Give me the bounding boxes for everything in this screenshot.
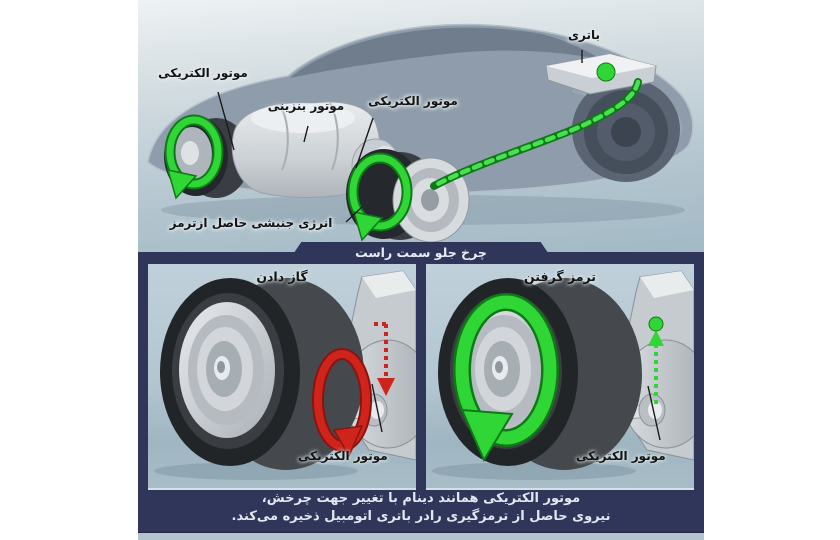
engine-highlight xyxy=(251,103,355,133)
label-electric-motor-front: موتور الکتریکی xyxy=(368,94,458,108)
wheel-detail-section: چرخ جلو سمت راست xyxy=(138,242,704,532)
power-flow-arrowhead-down xyxy=(377,378,395,396)
label-electric-motor-rear: موتور الکتریکی xyxy=(158,66,248,80)
leader-kinetic xyxy=(345,206,363,223)
panel-brake: ترمز گرفتن موتور الکتریکی xyxy=(426,264,694,490)
wheel-rotation-arrowhead xyxy=(460,408,514,463)
leader-motor-label xyxy=(647,385,661,441)
brake-title: ترمز گرفتن xyxy=(524,269,596,284)
car-greenhouse xyxy=(290,27,602,78)
bottom-light-strip xyxy=(138,532,704,540)
energy-cable-dashes xyxy=(431,79,641,189)
leader-motor-label xyxy=(371,383,383,433)
axle-hub-cap xyxy=(648,401,662,419)
leader-rear-motor xyxy=(217,91,235,151)
infographic-content: باترى موتور الکتریکی موتور بنزینی موتور … xyxy=(138,0,704,540)
wheel-rotation-arrow xyxy=(455,295,557,445)
banner-title: چرخ جلو سمت راست xyxy=(355,245,487,260)
panel-accelerate: گاز دادن موتور الکتریکی xyxy=(148,264,416,490)
label-battery: باترى xyxy=(568,28,600,42)
label-kinetic-energy: انرژی جنبشی حاصل ازترمز xyxy=(169,216,333,230)
label-gasoline-engine: موتور بنزینی xyxy=(267,99,345,113)
hub-nut xyxy=(217,361,225,373)
hub-wheel-center xyxy=(421,189,439,211)
caption-line-1: موتور الکتریکی همانند دینام با تغییر جهت… xyxy=(261,491,581,506)
panel-ground-shadow xyxy=(432,462,636,480)
brake-motor-label: موتور الکتریکی xyxy=(576,449,666,463)
energy-flow-dot xyxy=(648,316,664,332)
motor-torque-arrowhead xyxy=(332,425,364,458)
knuckle-top-facet xyxy=(640,271,694,298)
accelerate-title: گاز دادن xyxy=(256,269,308,284)
brake-illustration xyxy=(432,270,694,480)
drive-rotation-arrowhead xyxy=(352,211,384,242)
panel-ground-shadow xyxy=(154,462,358,480)
energy-flow-arrowhead-up xyxy=(648,330,664,346)
car-illustration xyxy=(147,23,694,243)
leader-front-motor xyxy=(355,117,374,169)
rear-rotation-arrowhead xyxy=(166,169,198,200)
bottom-caption: موتور الکتریکی همانند دینام با تغییر جهت… xyxy=(138,490,704,526)
drive-rotation-arrow xyxy=(349,154,411,230)
caption-line-2: نیروی حاصل از ترمزگیری رادر باتری اتومبی… xyxy=(231,509,611,524)
motor-torque-arrow xyxy=(314,350,370,450)
engine-groove xyxy=(279,104,289,171)
section-banner: چرخ جلو سمت راست xyxy=(285,242,557,266)
hub-nut xyxy=(495,361,503,373)
engine-groove xyxy=(329,102,339,171)
accelerate-motor-label: موتور الکتریکی xyxy=(298,449,388,463)
knuckle-top-facet xyxy=(362,271,416,298)
front-wheel-hub xyxy=(611,117,641,147)
rear-rotation-arrow xyxy=(166,116,222,188)
rear-wheel-hub xyxy=(181,141,199,165)
car-diagram-scene: باترى موتور الکتریکی موتور بنزینی موتور … xyxy=(138,0,704,252)
accelerate-illustration xyxy=(154,270,416,480)
leader-engine xyxy=(303,125,309,143)
battery-charge-dot xyxy=(596,62,616,82)
